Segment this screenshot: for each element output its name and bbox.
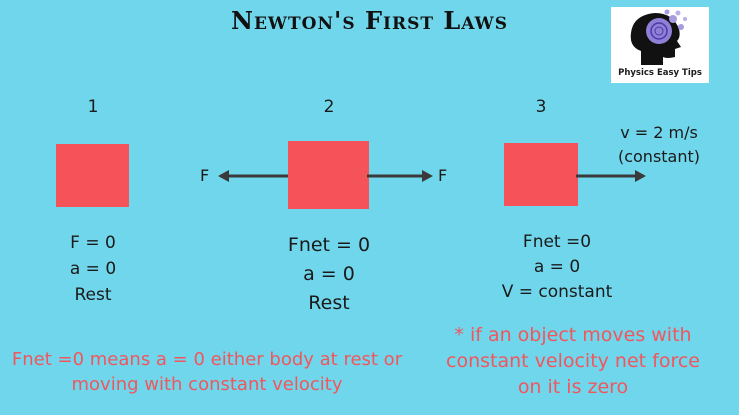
panel-3-line-3: V = constant	[501, 282, 613, 302]
panel-2-left-force-arrow	[218, 170, 290, 182]
right-note-line-3: on it is zero	[517, 376, 629, 398]
panel-1-line-1: F = 0	[70, 233, 116, 253]
logo	[611, 7, 709, 83]
panel-3-velocity: v = 2 m/s (constant)	[596, 121, 722, 169]
panel-2-number: 2	[323, 97, 335, 117]
panel-3-number: 3	[535, 97, 547, 117]
panel-2-force-left-label: F	[200, 166, 210, 185]
right-note: * if an object moves with constant veloc…	[436, 322, 710, 400]
panel-3-block	[504, 143, 578, 206]
left-note-line-1: Fnet =0 means a = 0 either body at rest …	[11, 349, 403, 370]
panel-1-line-2: a = 0	[69, 259, 117, 279]
panel-1-equations: F = 0 a = 0 Rest	[33, 230, 153, 308]
head-brain-icon	[630, 9, 687, 65]
panel-2-line-3: Rest	[308, 292, 350, 314]
panel-3-line-2: a = 0	[533, 257, 581, 277]
panel-3-equations: Fnet =0 a = 0 V = constant	[472, 230, 642, 305]
panel-2-line-2: a = 0	[303, 263, 355, 285]
panel-1-block	[56, 144, 129, 207]
panel-2-force-right-label: F	[438, 166, 448, 185]
panel-2-line-1: Fnet = 0	[287, 234, 371, 256]
panel-1-line-3: Rest	[74, 285, 112, 305]
panel-2-block	[288, 141, 369, 209]
panel-3-velocity-note: (constant)	[617, 147, 701, 166]
left-note: Fnet =0 means a = 0 either body at rest …	[2, 347, 412, 397]
panel-3-line-1: Fnet =0	[522, 232, 592, 252]
left-note-line-2: moving with constant velocity	[71, 374, 343, 395]
panel-3-velocity-arrow	[576, 170, 646, 182]
panel-3-velocity-value: v = 2 m/s	[620, 123, 698, 142]
logo-text: Physics Easy Tips	[618, 68, 702, 78]
right-note-line-1: * if an object moves with	[454, 324, 692, 346]
right-note-line-2: constant velocity net force	[446, 350, 700, 372]
panel-2-right-force-arrow	[367, 170, 433, 182]
panel-2-equations: Fnet = 0 a = 0 Rest	[264, 231, 394, 318]
page-title: Newton's First Laws	[231, 6, 508, 35]
panel-1-number: 1	[87, 97, 99, 117]
